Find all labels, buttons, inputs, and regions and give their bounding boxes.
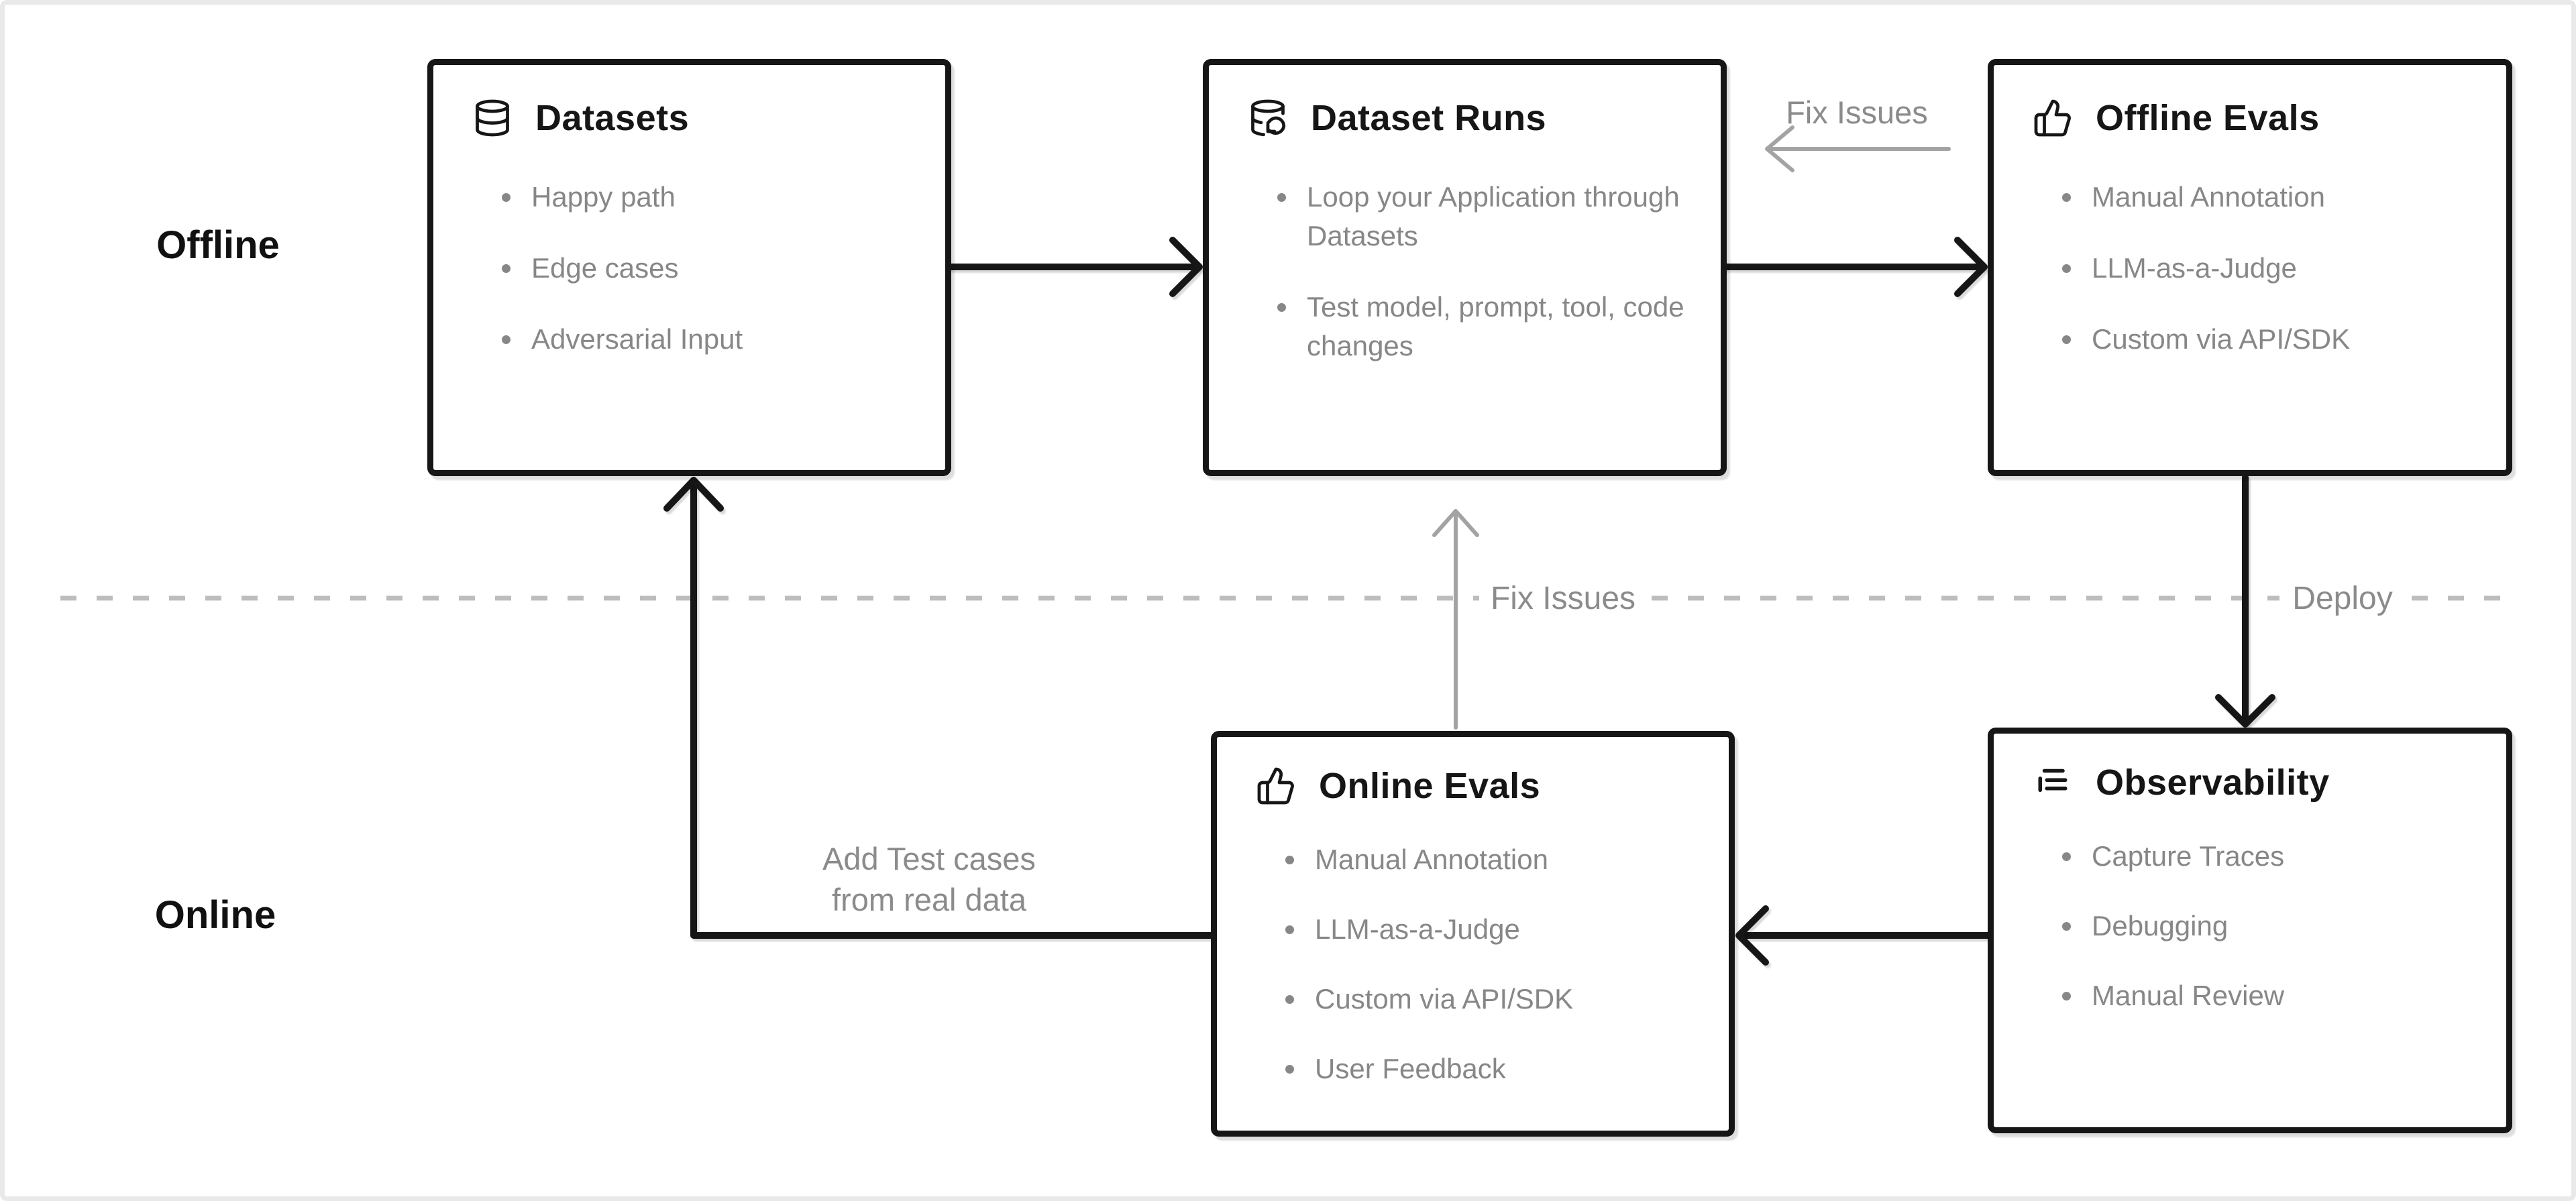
node-datasets: Datasets Happy path Edge cases Adversari… [427,59,951,476]
node-dataset-runs-title: Dataset Runs [1311,98,1547,138]
node-dataset-runs-list: Loop your Application through Datasets T… [1240,178,1690,365]
list-item: Custom via API/SDK [1285,980,1698,1019]
node-observability-list: Capture Traces Debugging Manual Review [2025,837,2475,1015]
node-online-evals: Online Evals Manual Annotation LLM-as-a-… [1211,731,1735,1137]
arrow-observability-to-online-evals [1735,905,1991,966]
database-icon [472,98,513,138]
add-test-cases-label: Add Test cases from real data [728,838,1130,920]
node-dataset-runs: Dataset Runs Loop your Application throu… [1203,59,1727,476]
list-item: Loop your Application through Datasets [1277,178,1690,255]
database-refresh-icon [1248,98,1288,138]
thumbs-up-icon [1256,766,1296,806]
node-datasets-header: Datasets [464,97,914,139]
node-offline-evals-list: Manual Annotation LLM-as-a-Judge Custom … [2025,178,2475,359]
node-online-evals-title: Online Evals [1319,766,1541,806]
list-item: LLM-as-a-Judge [2062,249,2475,288]
list-item: Manual Annotation [2062,178,2475,217]
add-test-cases-line1: Add Test cases [822,841,1036,876]
fix-issues-middle-label: Fix Issues [1490,581,1636,616]
deploy-label: Deploy [2292,581,2393,616]
arrow-datasets-to-dataset-runs [948,237,1203,297]
node-datasets-list: Happy path Edge cases Adversarial Input [464,178,914,359]
list-item: Edge cases [502,249,914,288]
node-offline-evals: Offline Evals Manual Annotation LLM-as-a… [1988,59,2512,476]
list-item: Test model, prompt, tool, code changes [1277,288,1690,365]
list-item: User Feedback [1285,1049,1698,1088]
node-offline-evals-header: Offline Evals [2025,97,2475,139]
thumbs-up-icon [2033,98,2073,138]
list-item: LLM-as-a-Judge [1285,910,1698,949]
offline-section-label: Offline [156,223,280,267]
list-item: Capture Traces [2062,837,2475,876]
node-datasets-title: Datasets [535,98,690,138]
fix-issues-middle-arrow [1432,509,1479,730]
node-dataset-runs-header: Dataset Runs [1240,97,1690,139]
list-item: Happy path [502,178,914,217]
node-online-evals-header: Online Evals [1248,765,1698,807]
list-item: Debugging [2062,907,2475,946]
arrow-dataset-runs-to-offline-evals [1723,237,1988,297]
add-test-cases-line2: from real data [832,882,1026,918]
node-observability-header: Observability [2025,762,2475,803]
node-offline-evals-title: Offline Evals [2096,98,2320,138]
node-observability-title: Observability [2096,762,2330,803]
fix-issues-top-label: Fix Issues [1786,95,1928,130]
list-item: Manual Annotation [1285,840,1698,879]
list-item: Manual Review [2062,976,2475,1015]
list-tree-icon [2033,762,2073,803]
node-observability: Observability Capture Traces Debugging M… [1988,728,2512,1133]
online-section-label: Online [154,893,276,937]
fix-issues-top-arrow [1765,125,1951,172]
list-item: Custom via API/SDK [2062,320,2475,359]
node-online-evals-list: Manual Annotation LLM-as-a-Judge Custom … [1248,840,1698,1088]
list-item: Adversarial Input [502,320,914,359]
